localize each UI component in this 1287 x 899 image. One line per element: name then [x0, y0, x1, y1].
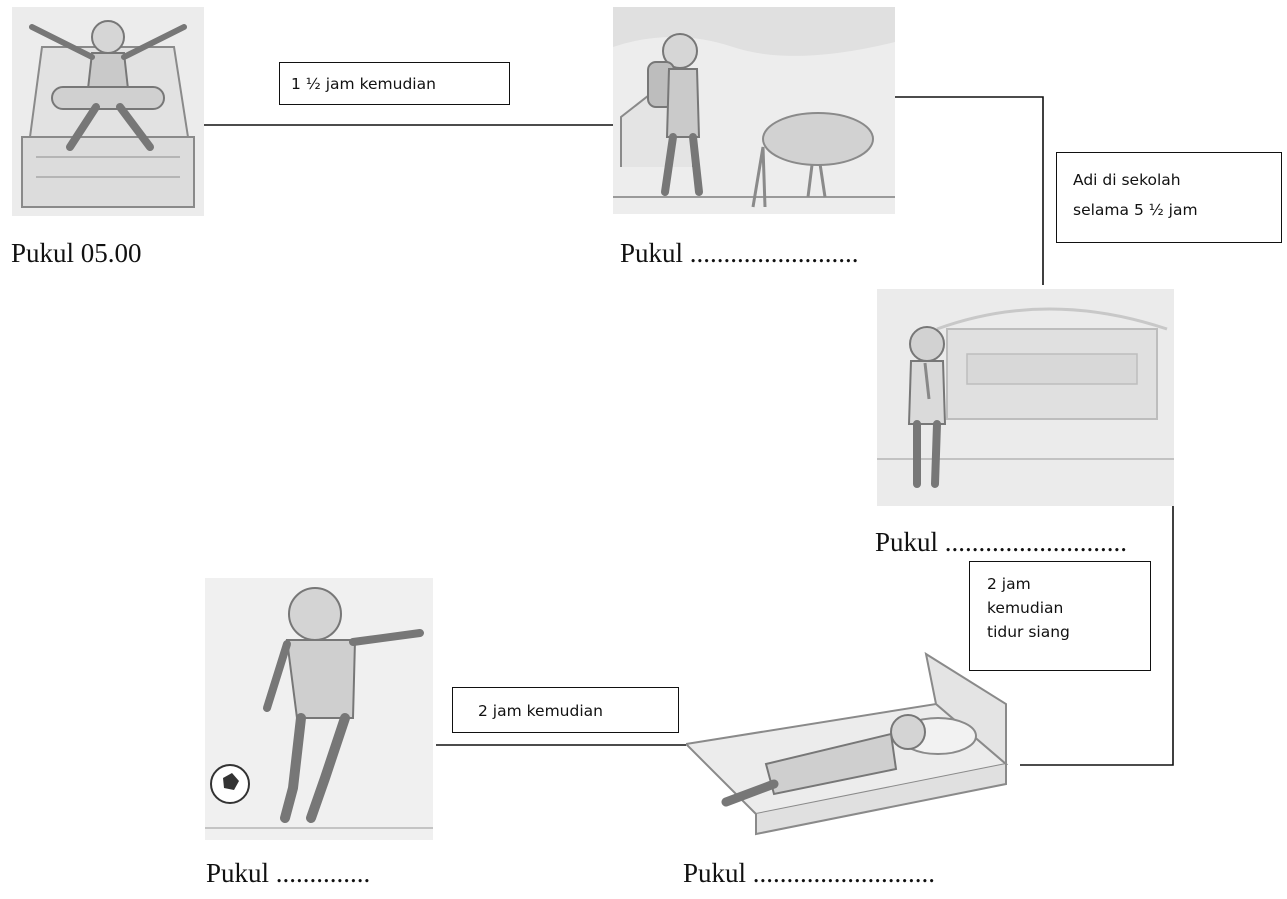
illustration-at-school	[877, 289, 1174, 506]
illustration-nap	[686, 644, 1018, 842]
label-wake-to-school-text: 1 ½ jam kemudian	[291, 75, 436, 93]
label-school-duration-line1: Adi di sekolah	[1073, 165, 1281, 195]
illustration-go-to-school	[613, 7, 895, 214]
label-school-duration-line2: selama 5 ½ jam	[1073, 195, 1281, 225]
caption-nap: Pukul ...........................	[683, 858, 935, 889]
label-school-duration: Adi di sekolah selama 5 ½ jam	[1056, 152, 1282, 243]
label-wake-to-school: 1 ½ jam kemudian	[279, 62, 510, 105]
label-nap-to-play: 2 jam kemudian	[452, 687, 679, 733]
label-nap-line1: 2 jam	[987, 572, 1150, 596]
caption-go-to-school: Pukul .........................	[620, 238, 859, 269]
label-nap-line2: kemudian	[987, 596, 1150, 620]
illustration-wake-up	[12, 7, 204, 216]
label-nap: 2 jam kemudian tidur siang	[969, 561, 1151, 671]
label-nap-line3: tidur siang	[987, 620, 1150, 644]
label-nap-to-play-text: 2 jam kemudian	[478, 702, 603, 720]
caption-wake-up: Pukul 05.00	[11, 238, 142, 269]
illustration-play-football	[205, 578, 433, 840]
caption-play-football: Pukul ..............	[206, 858, 370, 889]
connector-school-walk-to-school	[890, 97, 1043, 285]
caption-at-school: Pukul ...........................	[875, 527, 1127, 558]
